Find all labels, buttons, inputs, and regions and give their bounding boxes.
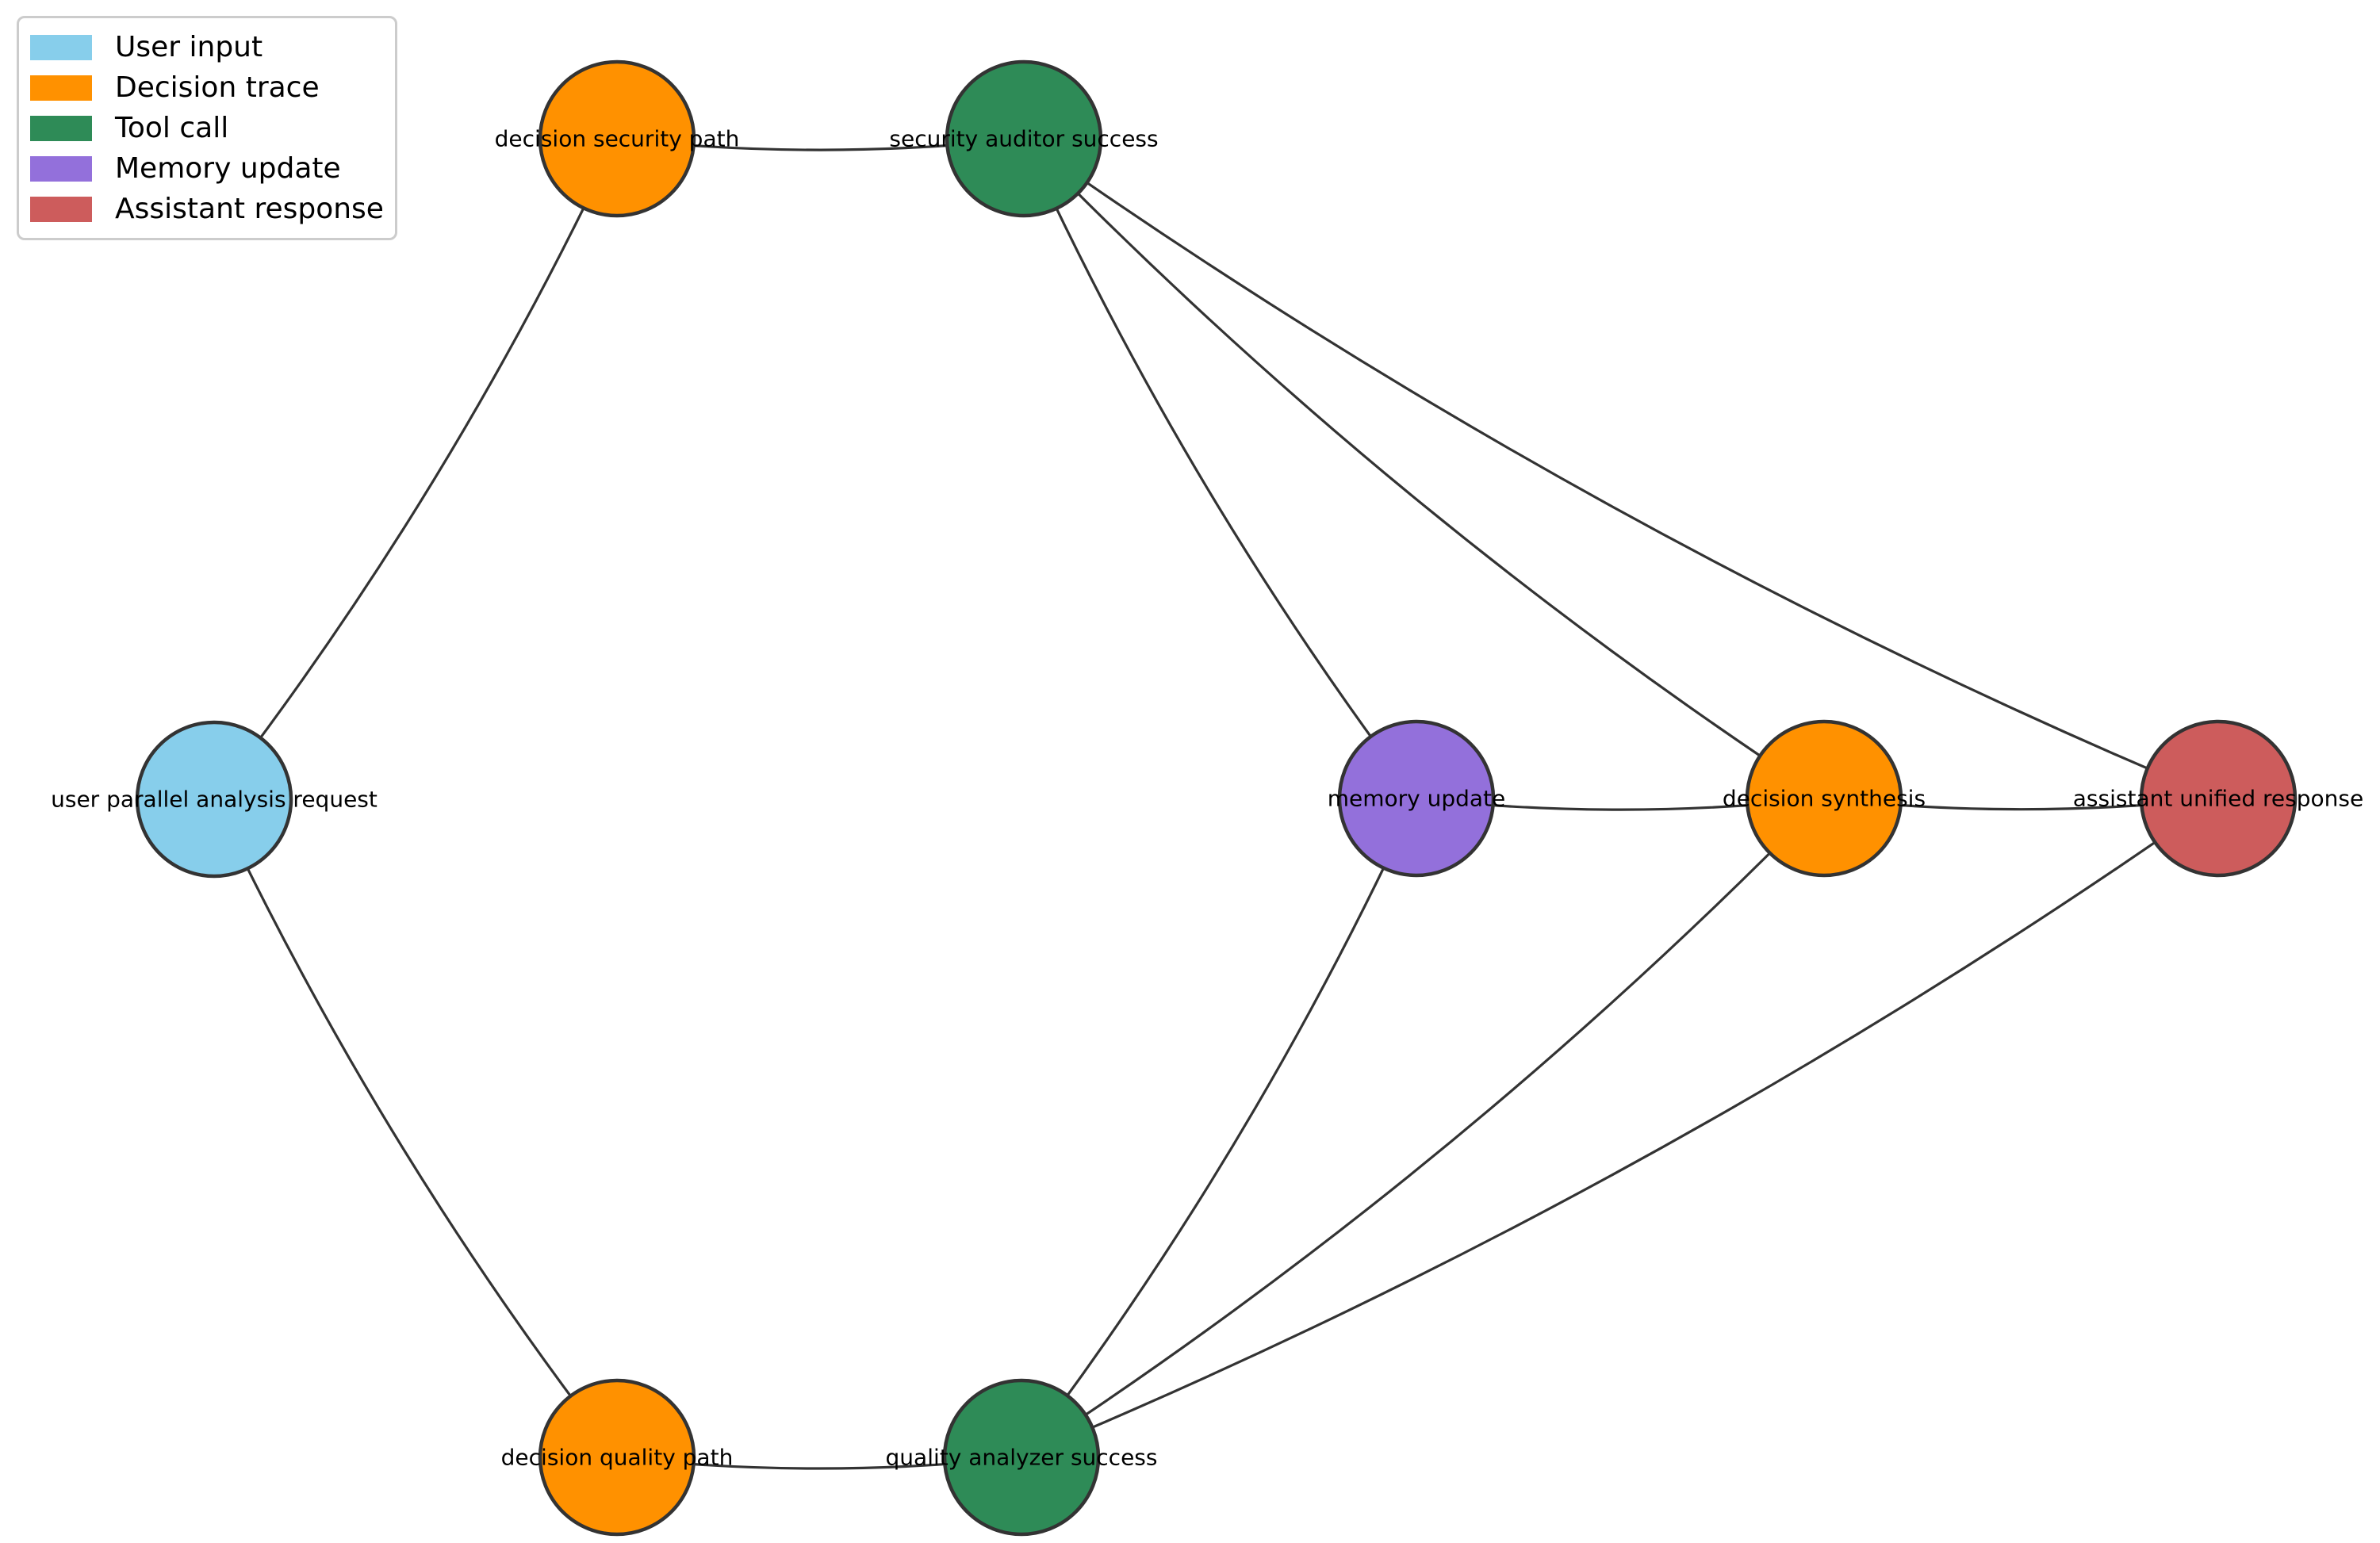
legend-item-assistant-response: Assistant response — [30, 189, 384, 229]
edge-security_auditor_success-assistant_unified_response — [1022, 137, 2220, 800]
node-label-decision-quality-path: decision quality path — [501, 1445, 734, 1471]
node-decision-synthesis — [1745, 719, 1903, 878]
node-label-assistant-unified-response: assistant unified response — [2073, 786, 2363, 812]
node-label-user-parallel-analysis-request: user parallel analysis request — [51, 787, 378, 813]
legend-swatch-assistant-response — [30, 196, 92, 222]
node-decision-security-path — [538, 59, 696, 218]
legend-item-decision-trace: Decision trace — [30, 67, 379, 108]
edge-quality_analyzer_success-memory_update — [1020, 797, 1418, 1459]
legend-item-user-input: User input — [30, 27, 379, 67]
node-decision-quality-path — [538, 1378, 696, 1537]
legend-item-tool-call: Tool call — [30, 108, 379, 148]
node-memory-update — [1337, 719, 1496, 878]
edge-user_parallel_analysis_request-decision_security_path — [213, 137, 619, 801]
legend-swatch-tool-call — [30, 115, 92, 141]
node-user-parallel-analysis-request — [135, 720, 293, 879]
node-label-memory-update: memory update — [1328, 786, 1506, 812]
legend-label-decision-trace: Decision trace — [115, 71, 320, 104]
node-label-decision-security-path: decision security path — [495, 126, 740, 152]
legend-swatch-memory-update — [30, 155, 92, 182]
legend-label-assistant-response: Assistant response — [115, 192, 384, 225]
edge-user_parallel_analysis_request-decision_quality_path — [213, 798, 619, 1459]
node-security-auditor-success — [945, 59, 1103, 218]
edge-quality_analyzer_success-decision_synthesis — [1020, 797, 1826, 1459]
legend-item-memory-update: Memory update — [30, 148, 379, 189]
edge-quality_analyzer_success-assistant_unified_response — [1020, 797, 2220, 1459]
node-label-decision-synthesis: decision synthesis — [1723, 786, 1926, 812]
legend-swatch-decision-trace — [30, 75, 92, 101]
edge-security_auditor_success-decision_synthesis — [1022, 137, 1826, 800]
legend-label-memory-update: Memory update — [115, 151, 341, 185]
labels-layer: user parallel analysis request decision s… — [51, 126, 2363, 1471]
edge-security_auditor_success-memory_update — [1022, 137, 1418, 800]
legend-label-user-input: User input — [115, 30, 263, 63]
node-assistant-unified-response — [2139, 719, 2298, 878]
legend-swatch-user-input — [30, 34, 92, 60]
legend-label-tool-call: Tool call — [115, 111, 229, 144]
node-label-quality-analyzer-success: quality analyzer success — [886, 1445, 1158, 1471]
node-quality-analyzer-success — [942, 1378, 1101, 1537]
node-label-security-auditor-success: security auditor success — [889, 126, 1158, 152]
nodes-layer — [135, 59, 2298, 1537]
